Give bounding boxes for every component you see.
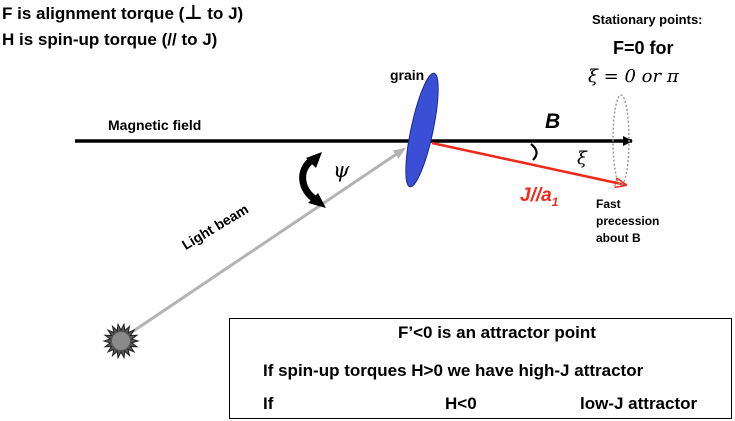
attractor-high-j-line: If spin-up torques H>0 we have high-J at… <box>263 361 644 380</box>
attractor-if-word: If <box>263 394 274 413</box>
grain-label: grain <box>390 67 425 83</box>
grain-ellipse <box>405 72 439 188</box>
stationary-points-title: Stationary points: <box>592 12 703 27</box>
xi-angle-arc <box>530 143 538 161</box>
light-beam-line <box>131 147 406 334</box>
j-vector-arrow <box>431 141 626 185</box>
b-label: B <box>545 110 561 133</box>
attractor-info-box: F’<0 is an attractor point If spin-up to… <box>229 318 732 419</box>
h-definition-line: H is spin-up torque (// to J) <box>2 30 218 49</box>
stationary-condition: F=0 for <box>613 38 674 58</box>
light-source-icon <box>102 322 140 360</box>
xi-label: ξ <box>577 148 587 169</box>
attractor-h-negative: H<0 <box>445 394 477 413</box>
j-vector-label: J//a1 <box>520 185 559 209</box>
attractor-box-title: F’<0 is an attractor point <box>398 323 596 342</box>
magnetic-field-label: Magnetic field <box>108 117 202 133</box>
fast-precession-label: Fast precession about B <box>596 197 660 245</box>
psi-rotation-arrow-icon <box>299 152 326 208</box>
attractor-low-j-line: low-J attractor <box>580 394 698 413</box>
precession-ellipse <box>612 94 630 186</box>
stationary-xi-values: ξ = 0 or π <box>588 66 679 87</box>
f-definition-line: F is alignment torque (⊥ to J) <box>2 2 244 24</box>
psi-label: ψ <box>333 158 350 182</box>
perpendicular-symbol: ⊥ <box>184 2 203 24</box>
